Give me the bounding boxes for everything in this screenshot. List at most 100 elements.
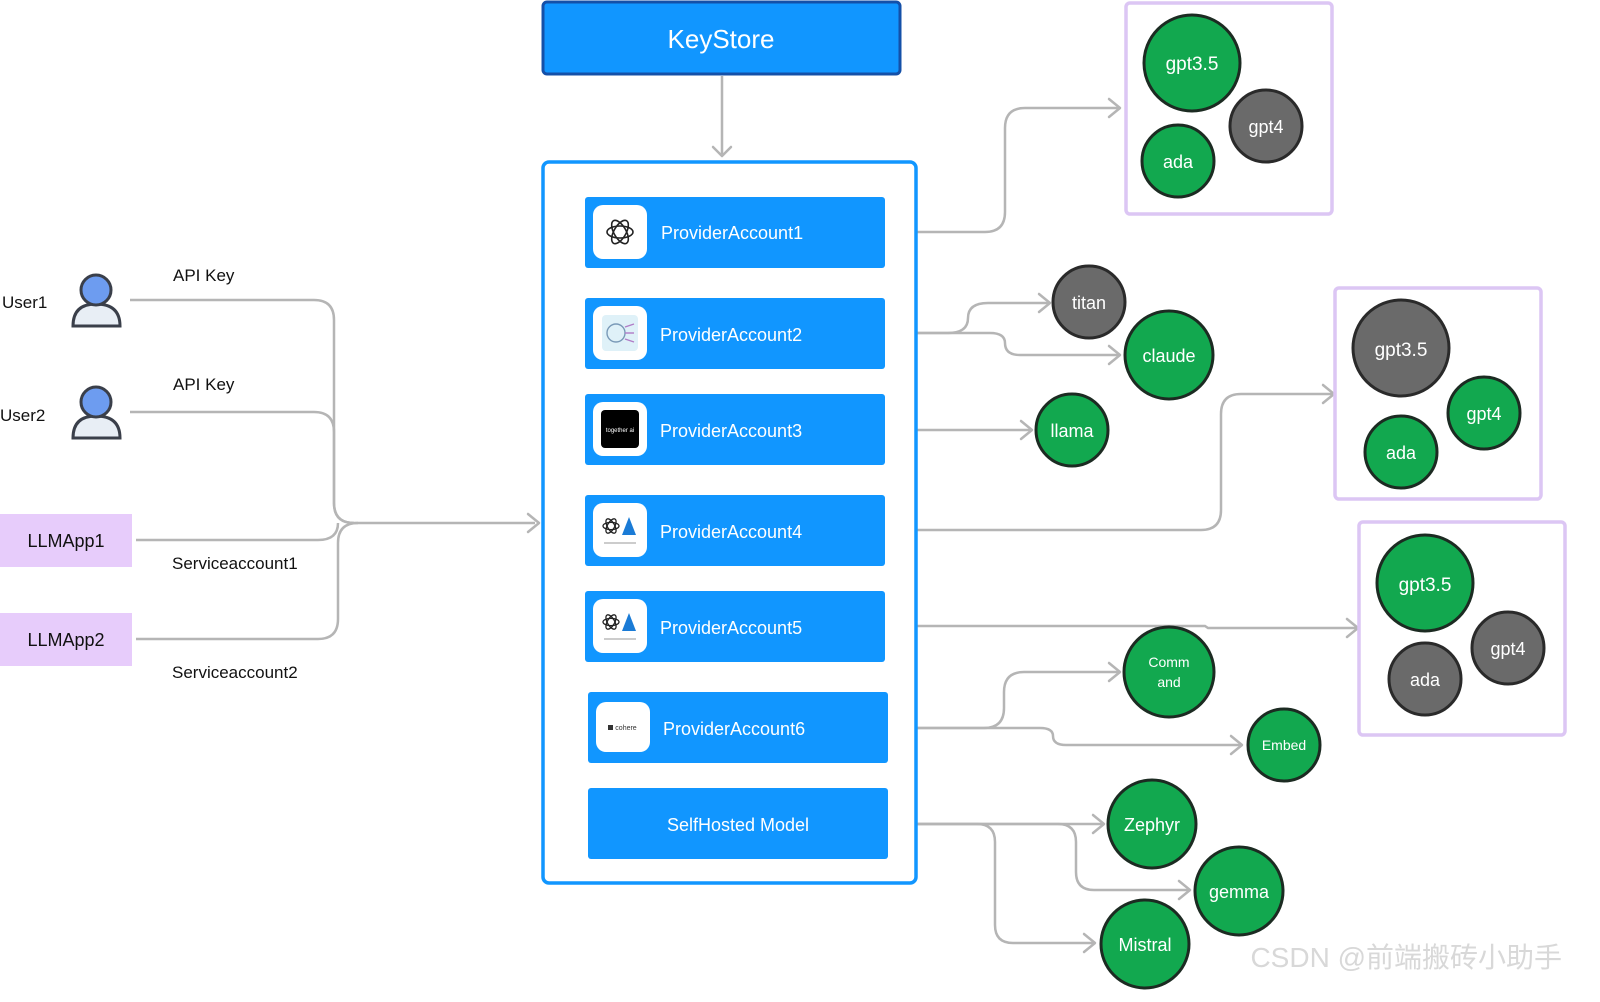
bedrock-logo-icon (602, 315, 638, 351)
provider-account-3: together ai ProviderAccount3 (585, 394, 885, 465)
panel-entry-arrowhead (526, 512, 541, 534)
provider-account-4-label: ProviderAccount4 (660, 522, 802, 542)
svg-text:claude: claude (1142, 346, 1195, 366)
selfhosted-model: SelfHosted Model (588, 788, 888, 859)
llmapp2-label: LLMApp2 (27, 630, 104, 650)
selfhosted-zephyr-arrowhead (1091, 813, 1106, 835)
pa3-arrowhead (1019, 419, 1034, 441)
model-gpt3-5: gpt3.5 (1351, 298, 1451, 398)
client-user1: User1 API Key (2, 266, 235, 328)
llmapp2-edge-label: Serviceaccount2 (172, 663, 298, 682)
model-ada: ada (1363, 414, 1439, 490)
provider-account-2-label: ProviderAccount2 (660, 325, 802, 345)
svg-text:Mistral: Mistral (1119, 935, 1172, 955)
llmapp1-connector (136, 522, 340, 542)
pa6-embed-arrowhead (1229, 734, 1244, 756)
pa1-connector (888, 106, 1118, 234)
client-user2: User2 API Key (0, 375, 235, 440)
svg-text:llama: llama (1050, 421, 1094, 441)
connectors (130, 76, 1360, 954)
user1-edge-label: API Key (173, 266, 235, 285)
svg-text:ada: ada (1163, 152, 1194, 172)
azure-openai-logo-icon (602, 613, 636, 640)
provider-account-3-label: ProviderAccount3 (660, 421, 802, 441)
provider-account-4: ProviderAccount4 (585, 495, 885, 566)
pa6-command-connector (892, 670, 1118, 730)
model-command: Comm and (1122, 625, 1216, 719)
client-llmapp2: LLMApp2 Serviceaccount2 (0, 613, 298, 682)
model-zephyr: Zephyr (1106, 778, 1198, 870)
pa5-connector (888, 624, 1356, 630)
user2-edge-label: API Key (173, 375, 235, 394)
model-group-1: gpt3.5 gpt4 ada (1124, 1, 1334, 216)
user1-label: User1 (2, 293, 47, 312)
llmapp1-label: LLMApp1 (27, 531, 104, 551)
together-ai-logo-text: together ai (606, 428, 634, 434)
keystore-node: KeyStore (541, 0, 902, 76)
model-mistral: Mistral (1099, 898, 1191, 990)
pa1-arrowhead (1107, 97, 1122, 119)
provider-account-5-label: ProviderAccount5 (660, 618, 802, 638)
model-gpt3-5: gpt3.5 (1375, 533, 1475, 633)
pa4-connector (888, 392, 1332, 532)
svg-text:Comm: Comm (1148, 654, 1189, 670)
user-icon (71, 273, 122, 328)
pa2-claude-arrowhead (1107, 344, 1122, 366)
svg-text:titan: titan (1072, 293, 1106, 313)
svg-text:gemma: gemma (1209, 882, 1270, 902)
user2-connector (130, 410, 355, 525)
pa6-embed-connector (892, 726, 1240, 747)
llmapp2-connector (136, 521, 359, 641)
svg-text:gpt4: gpt4 (1248, 117, 1283, 137)
provider-account-1: ProviderAccount1 (585, 197, 885, 268)
model-gemma: gemma (1193, 845, 1285, 937)
cohere-logo-text: cohere (615, 725, 637, 732)
pa2-claude-connector (888, 331, 1118, 357)
selfhosted-mistral-connector (892, 822, 1093, 945)
provider-account-6: cohere ProviderAccount6 (588, 692, 888, 763)
svg-text:Embed: Embed (1262, 737, 1306, 753)
svg-text:ada: ada (1386, 443, 1417, 463)
watermark: CSDN @前端搬砖小助手 (1250, 942, 1562, 973)
user2-label: User2 (0, 406, 45, 425)
svg-text:gpt3.5: gpt3.5 (1375, 340, 1428, 361)
svg-text:Zephyr: Zephyr (1124, 815, 1180, 835)
svg-text:gpt3.5: gpt3.5 (1399, 575, 1452, 596)
model-ada: ada (1387, 641, 1463, 717)
llmapp1-edge-label: Serviceaccount1 (172, 554, 298, 573)
svg-text:gpt4: gpt4 (1490, 639, 1525, 659)
provider-account-1-label: ProviderAccount1 (661, 223, 803, 243)
selfhosted-mistral-arrowhead (1082, 932, 1097, 954)
model-llama: llama (1034, 392, 1110, 468)
provider-account-6-label: ProviderAccount6 (663, 719, 805, 739)
svg-text:and: and (1157, 674, 1180, 690)
model-embed: Embed (1246, 707, 1322, 783)
model-gpt4: gpt4 (1446, 375, 1522, 451)
model-claude: claude (1123, 309, 1215, 401)
client-llmapp1: LLMApp1 Serviceaccount1 (0, 514, 298, 573)
model-gpt4: gpt4 (1470, 610, 1546, 686)
provider-account-5: ProviderAccount5 (585, 591, 885, 662)
pa6-command-arrowhead (1107, 661, 1122, 683)
openai-logo-icon (606, 219, 634, 245)
model-titan: titan (1051, 264, 1127, 340)
selfhosted-gemma-connector (892, 822, 1188, 892)
model-ada: ada (1140, 123, 1216, 199)
pa2-titan-arrowhead (1037, 292, 1052, 314)
model-gpt4: gpt4 (1228, 88, 1304, 164)
azure-openai-logo-icon (602, 517, 636, 544)
together-ai-logo-icon (601, 410, 639, 448)
svg-text:gpt3.5: gpt3.5 (1166, 54, 1219, 75)
model-group-3: gpt3.5 gpt4 ada (1357, 520, 1567, 737)
keystore-label: KeyStore (668, 24, 775, 54)
selfhosted-gemma-arrowhead (1177, 879, 1192, 901)
svg-text:ada: ada (1410, 670, 1441, 690)
cohere-logo-icon (608, 725, 613, 730)
provider-account-2: ProviderAccount2 (585, 298, 885, 369)
svg-text:gpt4: gpt4 (1466, 404, 1501, 424)
model-group-2: gpt3.5 gpt4 ada (1333, 286, 1543, 501)
model-gpt3-5: gpt3.5 (1142, 13, 1242, 113)
user-icon (71, 385, 122, 440)
selfhosted-model-label: SelfHosted Model (667, 815, 809, 835)
